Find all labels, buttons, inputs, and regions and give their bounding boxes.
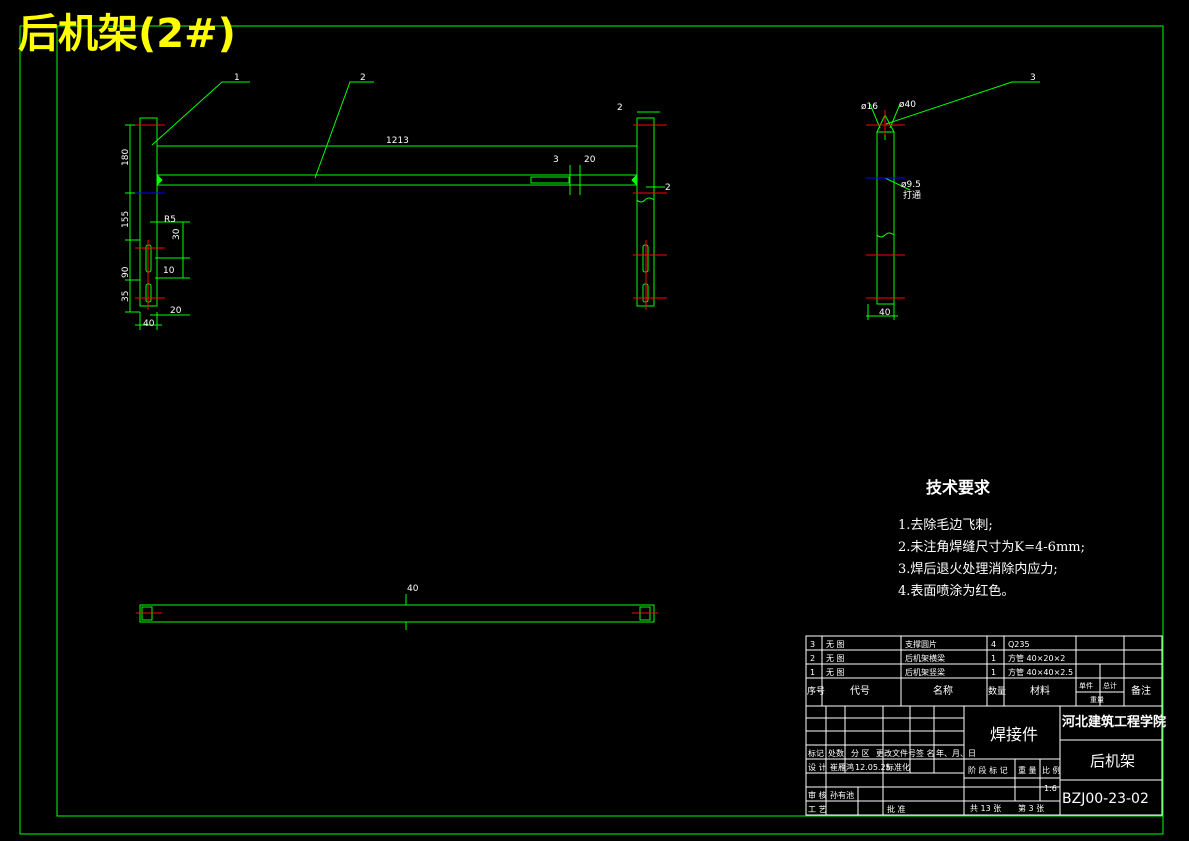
dim-post-width: 40 (143, 319, 155, 329)
bom-header-qty: 数量 (988, 685, 1006, 697)
revision-doc: 更改文件号 (876, 748, 916, 758)
bom-row-3-name: 后机架竖梁 (905, 667, 945, 677)
part-type: 焊接件 (990, 725, 1038, 744)
bom-table (805, 635, 1163, 707)
dim-slot-width: 10 (163, 266, 175, 276)
bom-row-3-code: 无 图 (826, 668, 845, 677)
drawing-no: BZJ00-23-02 (1062, 791, 1149, 807)
bom-header-no: 序号 (807, 685, 825, 697)
bom-row-2-qty: 1 (991, 654, 996, 663)
bom-row-3-no: 1 (810, 668, 815, 677)
revision-sign: 签 名 (916, 748, 935, 758)
revision-count: 处数 (828, 748, 844, 758)
bom-header-code: 代号 (850, 685, 870, 697)
design-date: 12.05.25 (855, 763, 891, 772)
standard-label: 标准化 (886, 762, 910, 772)
designer: 崔雁鸿 (830, 762, 854, 772)
bom-row-1-material: Q235 (1008, 640, 1030, 649)
bom-header-material: 材料 (1030, 684, 1050, 697)
dim-height-bottom: 35 (121, 291, 131, 302)
drawing-title: 后机架(2#) (18, 11, 236, 57)
bom-header-weight: 重量 (1090, 696, 1104, 704)
tech-item-2: 2.未注角焊缝尺寸为K=4-6mm; (898, 540, 1085, 555)
dim-side-diameter-large: ø40 (899, 100, 916, 110)
bom-row-2-code: 无 图 (826, 654, 845, 663)
bom-row-1-qty: 4 (991, 640, 996, 649)
tech-item-1: 1.去除毛边飞刺; (898, 518, 993, 533)
dim-side-diameter-small: ø16 (861, 102, 878, 112)
title-block (805, 705, 1163, 816)
dim-bottom-width: 40 (407, 584, 419, 594)
tech-item-4: 4.表面喷涂为红色。 (898, 584, 1015, 599)
dim-height-mid: 155 (121, 211, 131, 228)
process-label: 工 艺 (808, 805, 827, 814)
reviewer: 孙有池 (830, 790, 854, 800)
bom-row-1-name: 支撑圆片 (905, 639, 937, 649)
dim-overall-length: 1213 (386, 136, 409, 146)
dim-right-gap-side: 2 (665, 183, 671, 193)
dim-slot-offset: 20 (170, 306, 182, 316)
scale-value: 1:6 (1044, 784, 1057, 793)
dim-beam-slot-len: 20 (584, 155, 596, 165)
inner-border (56, 25, 1164, 817)
dim-height-slot: 90 (121, 266, 131, 278)
review-label: 审 核 (808, 790, 827, 800)
balloon-3: 3 (1030, 73, 1036, 83)
balloon-2: 2 (360, 73, 366, 83)
bom-header-name: 名称 (933, 684, 953, 697)
dim-right-gap-top: 2 (617, 103, 623, 113)
revision-zone: 分 区 (851, 749, 870, 758)
total-sheets: 共 13 张 (970, 804, 1001, 813)
side-center-marks (866, 110, 905, 299)
scale-label: 比 例 (1042, 765, 1061, 775)
side-view (866, 81, 1040, 320)
part-name: 后机架 (1090, 752, 1135, 770)
bom-row-2-no: 2 (810, 654, 815, 663)
bom-row-2-name: 后机架横梁 (905, 653, 945, 663)
outer-border (19, 25, 1164, 835)
revision-mark: 标记 (808, 748, 824, 758)
bom-row-3-material: 方管 40×40×2.5 (1008, 667, 1073, 677)
dim-side-hole: ø9.5 (901, 180, 921, 190)
dim-height-top: 180 (121, 149, 131, 166)
bom-text: 3 无 图 支撑圆片 4 Q235 2 无 图 后机架横梁 1 方管 40×20… (807, 639, 1151, 704)
bom-header-note: 备注 (1131, 684, 1151, 697)
weight-label: 重 量 (1018, 765, 1037, 775)
bom-row-1-code: 无 图 (826, 640, 845, 649)
dim-beam-slot-gap: 3 (553, 155, 559, 165)
design-label: 设 计 (808, 762, 827, 772)
front-center-marks (135, 124, 667, 310)
bottom-view (139, 594, 655, 630)
bom-row-3-qty: 1 (991, 668, 996, 677)
dim-side-hole-note: 打通 (903, 189, 921, 201)
front-view (125, 81, 665, 330)
tech-item-3: 3.焊后退火处理消除内应力; (898, 562, 1058, 577)
school-name: 河北建筑工程学院 (1062, 714, 1166, 730)
dim-slot-radius: R5 (164, 215, 176, 225)
bom-header-unit: 单件 (1079, 681, 1093, 690)
dim-slot-height: 30 (172, 228, 182, 240)
approve-label: 批 准 (887, 804, 906, 814)
title-block-text: 标记 处数 分 区 更改文件号 签 名 年、月、日 设 计 崔雁鸿 12.05.… (808, 714, 1166, 814)
bom-row-2-material: 方管 40×20×2 (1008, 653, 1065, 663)
balloon-1: 1 (234, 73, 240, 83)
sheet-no: 第 3 张 (1018, 803, 1044, 813)
revision-date: 年、月、日 (936, 748, 976, 758)
tech-requirements-title: 技术要求 (926, 478, 991, 497)
dim-side-width: 40 (879, 308, 891, 318)
bom-header-total: 总计 (1103, 681, 1117, 690)
bom-row-1-no: 3 (810, 640, 815, 649)
stage-label: 阶 段 标 记 (968, 765, 1008, 775)
